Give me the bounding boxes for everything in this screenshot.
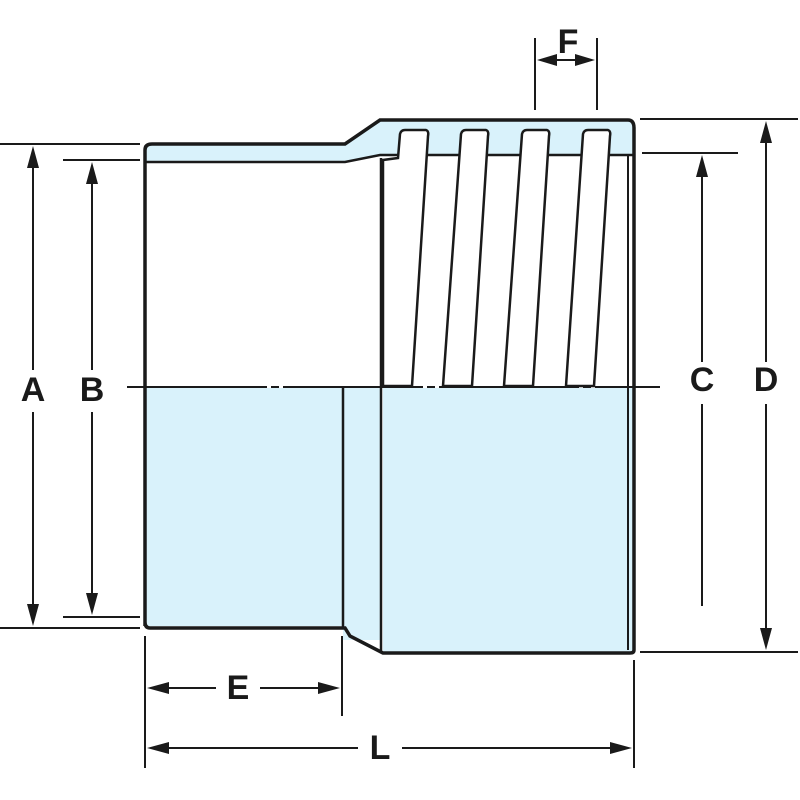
dimension-label-a: A [21,371,46,409]
arrowhead [575,54,595,66]
dimension-f: F [534,23,598,110]
dimension-label-f: F [558,23,579,61]
socket-section-mid [343,388,381,640]
dimension-label-d: D [754,361,779,399]
socket-section-left [146,388,343,626]
thread-rib [564,128,612,388]
arrowhead [27,146,39,168]
dimension-label-e: E [227,669,250,707]
socket-top-wall [145,120,633,162]
thread-ribs [381,128,612,388]
dimension-label-b: B [80,371,105,409]
fitting-body [145,120,633,652]
dimension-d: D [640,118,798,653]
arrowhead [147,742,169,754]
fitting-outline [143,118,636,655]
arrowhead [760,628,772,650]
arrowhead [147,682,169,694]
arrowhead [27,604,39,626]
thread-rib [441,128,490,388]
arrowhead [537,54,557,66]
dimension-l: L [147,660,635,768]
arrowhead [760,121,772,143]
arrowhead [86,593,98,615]
threaded-section [383,388,633,652]
dimension-b: B [63,159,140,618]
dimension-c: C [642,152,738,606]
arrowhead [696,155,708,177]
bore-top-line [146,153,633,164]
thread-rib [502,128,551,388]
thread-rib [381,128,430,388]
outer-profile [143,118,636,655]
arrowhead [318,682,340,694]
dimension-a: A [0,143,140,629]
arrowhead [86,162,98,184]
dimension-label-l: L [370,729,391,767]
dimension-label-c: C [690,361,715,399]
arrowhead [610,742,632,754]
dimension-e: E [144,636,343,768]
